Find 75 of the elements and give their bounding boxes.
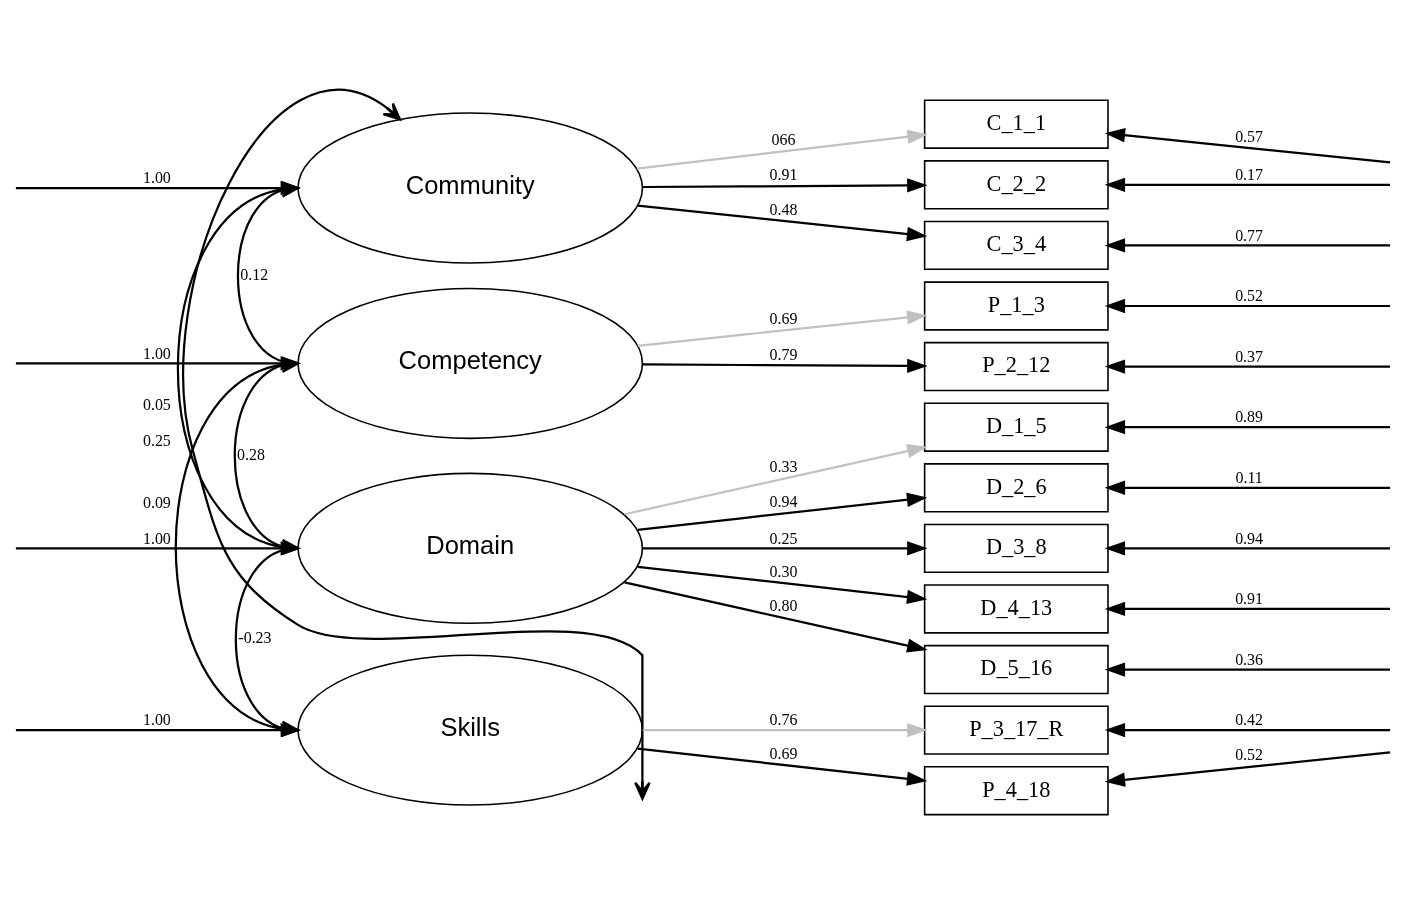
edge-label: 0.42 <box>1235 710 1264 728</box>
edge-label: 0.91 <box>769 165 798 183</box>
edge-label: 1.00 <box>142 344 171 362</box>
arrow <box>1104 127 1391 164</box>
edge-label: 0.69 <box>769 309 798 327</box>
edge-label: 0.77 <box>1235 226 1264 244</box>
edge-label: 1.00 <box>142 529 171 547</box>
edge-label: 1.00 <box>142 168 171 186</box>
edge-label: 0.28 <box>237 445 265 463</box>
node-box: P_2_12 <box>923 341 1109 391</box>
arrow <box>1104 750 1391 787</box>
node-ellipse: Skills <box>297 653 644 806</box>
edge-label: 0.12 <box>240 265 269 283</box>
edge-label: 0.25 <box>142 431 171 449</box>
arrow <box>1104 358 1391 374</box>
arrow <box>1104 237 1391 253</box>
node-ellipse: Competency <box>297 287 644 439</box>
arrow <box>624 580 928 653</box>
node-box: D_4_13 <box>923 583 1109 634</box>
edge-label: 0.11 <box>1235 468 1263 486</box>
edge-label: 0.52 <box>1235 745 1264 763</box>
node-box: D_2_6 <box>923 462 1109 512</box>
edge-label: 0.05 <box>142 395 171 413</box>
arrow <box>1104 298 1391 313</box>
node-box: C_2_2 <box>923 159 1109 210</box>
edge-label: 0.79 <box>769 345 798 363</box>
arrow <box>637 492 928 531</box>
arrow <box>1104 177 1391 192</box>
edge-label: 0.30 <box>769 562 798 580</box>
arrow <box>642 722 928 737</box>
arrow <box>642 540 928 555</box>
arrow <box>624 443 928 515</box>
node-ellipse: Community <box>297 111 644 264</box>
edge-label: 0.09 <box>142 493 171 511</box>
edge-label: 0.57 <box>1235 127 1264 145</box>
edge-label: 0.48 <box>769 200 798 218</box>
edge-label: 0.89 <box>1235 407 1264 425</box>
arrow <box>636 129 928 170</box>
arrow <box>1104 480 1391 495</box>
arrow <box>637 565 928 604</box>
node-box: C_3_4 <box>923 220 1109 270</box>
arrow <box>637 203 928 241</box>
node-box: P_1_3 <box>923 280 1109 331</box>
edge-label: 0.80 <box>769 596 798 614</box>
edge-label: 066 <box>771 130 796 148</box>
edge-label: -0.23 <box>238 628 272 646</box>
edge-label: 0.94 <box>769 492 798 510</box>
edge-label: 0.76 <box>769 710 798 728</box>
node-box: D_3_8 <box>923 523 1109 573</box>
edge-label: 0.94 <box>1235 529 1264 547</box>
node-box: C_1_1 <box>923 99 1109 149</box>
arrow <box>182 88 651 800</box>
edge-label: 0.33 <box>769 457 798 475</box>
arrow <box>642 177 928 193</box>
node-box: P_4_18 <box>923 765 1109 815</box>
node-box: D_1_5 <box>923 401 1109 452</box>
arrow <box>1104 661 1391 677</box>
edge-label: 0.69 <box>769 744 798 762</box>
arrow <box>637 309 928 347</box>
arrow <box>1104 540 1391 555</box>
edge-label: 0.91 <box>1235 589 1264 607</box>
arrow <box>642 358 928 373</box>
edge-label: 0.25 <box>769 529 798 547</box>
node-box: D_5_16 <box>923 644 1109 694</box>
arrow <box>1104 722 1391 737</box>
node-ellipse: Domain <box>297 472 644 624</box>
edge-label: 1.00 <box>142 710 171 728</box>
edge-label: 0.37 <box>1235 347 1264 365</box>
edge-label: 0.17 <box>1235 165 1264 183</box>
arrow <box>1104 419 1391 434</box>
edge-label: 0.52 <box>1235 286 1264 304</box>
arrow <box>637 747 928 786</box>
edge-label: 0.36 <box>1235 650 1264 668</box>
arrow <box>1104 601 1391 616</box>
node-box: P_3_17_R <box>923 704 1109 755</box>
